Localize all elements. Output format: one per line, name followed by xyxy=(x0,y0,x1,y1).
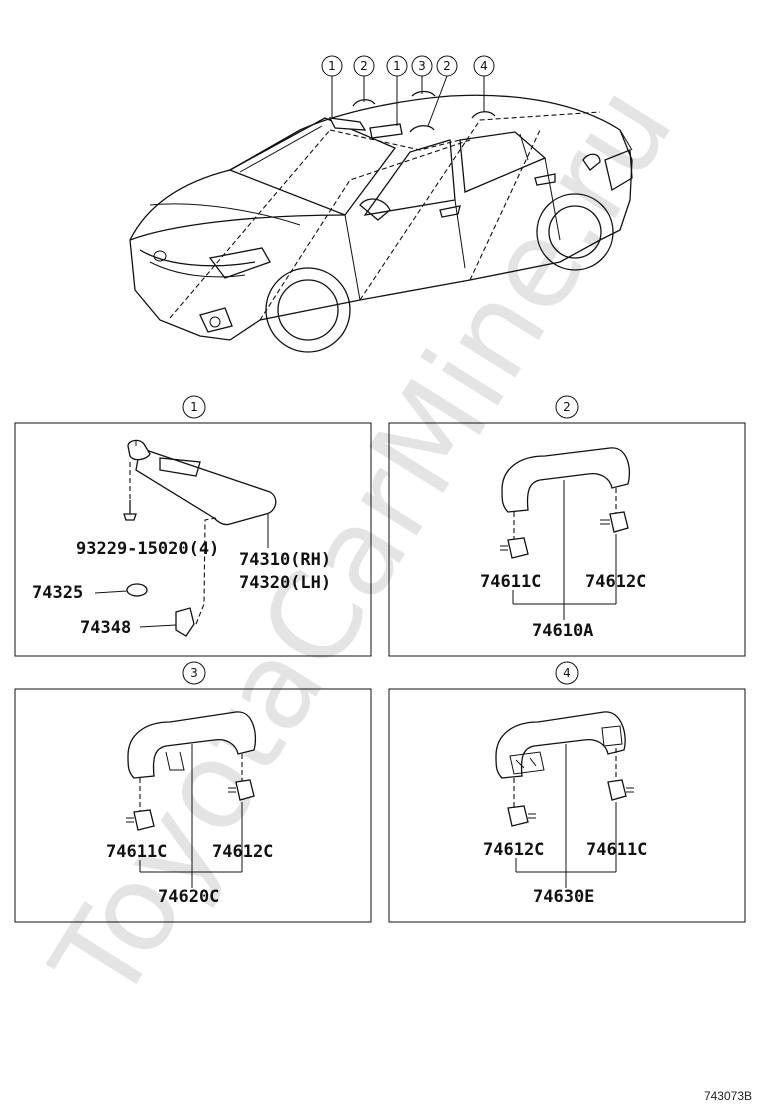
sun-visor-part xyxy=(135,447,277,526)
section-2-number: 2 xyxy=(563,400,571,414)
label-assembly-2: 74610A xyxy=(532,621,593,641)
visor-hinge xyxy=(127,439,151,461)
section-2-frame xyxy=(388,422,746,657)
section-3-assist-grip: 3 74611C 74612C 74620C xyxy=(14,661,372,923)
grip-cap-left-2 xyxy=(507,537,529,559)
label-holder: 74348 xyxy=(80,618,131,638)
section-3-frame xyxy=(14,688,372,923)
label-visor-lh: 74320(LH) xyxy=(239,573,331,593)
car-illustration: 1 2 1 3 2 4 xyxy=(129,55,633,353)
washer-part xyxy=(126,583,148,597)
label-visor-rh: 74310(RH) xyxy=(239,550,331,570)
label-cap-left-3: 74611C xyxy=(106,842,167,862)
reference-code: 743073B xyxy=(704,1089,752,1103)
label-cap-left-2: 74611C xyxy=(480,572,541,592)
section-4-frame xyxy=(388,688,746,923)
car-callout-6: 4 xyxy=(480,59,488,73)
label-assembly-4: 74630E xyxy=(533,887,594,907)
car-callout-4: 3 xyxy=(418,59,426,73)
grip-cap-right-4 xyxy=(607,779,627,801)
label-cap-right-3: 74612C xyxy=(212,842,273,862)
label-cap-right-4: 74611C xyxy=(586,840,647,860)
car-callout-2: 2 xyxy=(360,59,368,73)
label-washer: 74325 xyxy=(32,583,83,603)
car-grip-2b xyxy=(409,125,435,133)
section-4-number: 4 xyxy=(563,666,571,680)
label-cap-right-2: 74612C xyxy=(585,572,646,592)
car-grip-3 xyxy=(411,90,436,97)
screw-head xyxy=(123,513,137,521)
holder-clip-part xyxy=(175,607,195,637)
grip-handle-3 xyxy=(127,711,257,779)
car-visor-right xyxy=(369,123,403,139)
label-assembly-3: 74620C xyxy=(158,887,219,907)
label-screw: 93229-15020(4) xyxy=(76,539,219,559)
car-callout-5: 2 xyxy=(443,59,451,73)
car-visor-left xyxy=(328,117,367,131)
section-2-assist-grip: 2 74611C 74612C 74610A xyxy=(388,395,746,657)
section-1-frame xyxy=(14,422,372,657)
label-cap-left-4: 74612C xyxy=(483,840,544,860)
car-grip-4 xyxy=(471,111,496,119)
section-4-assist-grip: 4 74612C 74611C 74630E xyxy=(388,661,746,923)
car-callout-3: 1 xyxy=(393,59,401,73)
grip-handle-4 xyxy=(495,711,626,779)
grip-cap-left-3 xyxy=(133,809,155,831)
car-callout-1: 1 xyxy=(328,59,336,73)
section-3-number: 3 xyxy=(190,666,198,680)
grip-cap-right-2 xyxy=(609,511,629,533)
grip-cap-right-3 xyxy=(235,779,255,801)
grip-handle-2 xyxy=(501,447,631,513)
car-callouts: 1 2 1 3 2 4 xyxy=(321,55,495,127)
section-1-sun-visor: 1 93229-15020(4) 74310(RH) 74320(LH) 743… xyxy=(14,395,372,657)
section-1-number: 1 xyxy=(190,400,198,414)
vanity-mirror xyxy=(159,457,201,477)
grip-cap-left-4 xyxy=(507,805,529,827)
